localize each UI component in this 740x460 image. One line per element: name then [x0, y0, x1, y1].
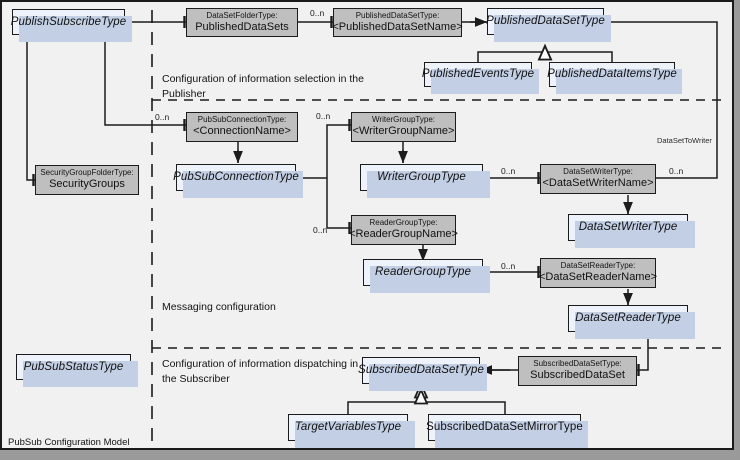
node-label: PubSubStatusType — [23, 360, 124, 373]
multiplicity-publisheddataset: 0..n — [310, 8, 325, 18]
node-publisheddatasettype[interactable]: PublishedDataSetType — [486, 8, 611, 42]
multiplicity-readergroup: 0..n — [313, 225, 328, 235]
node-instance-label: SecurityGroups — [49, 178, 125, 191]
node-label: PublishedDataItemsType — [547, 68, 677, 81]
node-label: PublishedEventsType — [421, 68, 535, 81]
multiplicity-connection: 0..n — [155, 112, 170, 122]
node-writergrouptype[interactable]: WriterGroupType — [360, 164, 490, 198]
node-instance-label: PublishedDataSets — [195, 20, 289, 33]
multiplicity-datasettowriter: 0..n — [669, 166, 684, 176]
node-type-label: PubSubConnectionType: — [197, 115, 287, 125]
node-publishsubscribetype[interactable]: PublishSubscribeType — [10, 9, 132, 42]
node-label: SubscribedDataSetType — [358, 364, 484, 377]
node-readergrouptype[interactable]: ReaderGroupType — [363, 259, 490, 293]
node-readergroupname[interactable]: ReaderGroupType: <ReaderGroupName> — [349, 215, 458, 245]
node-datasetwritertype[interactable]: DataSetWriterType — [568, 214, 695, 248]
node-label: DataSetReaderType — [575, 312, 681, 325]
node-subscribeddatasettype[interactable]: SubscribedDataSetType — [358, 357, 487, 391]
node-type-label: DataSetWriterType: — [563, 167, 633, 177]
node-subscribeddataset[interactable]: SubscribedDataSetType: SubscribedDataSet — [518, 356, 637, 386]
multiplicity-datasetreader: 0..n — [501, 261, 516, 271]
diagram-title: PubSub Configuration Model — [8, 437, 130, 448]
note-messaging: Messaging configuration — [162, 301, 276, 313]
node-label: PubSubConnectionType — [173, 171, 299, 184]
node-subscribeddatasetmirrortype[interactable]: SubscribedDataSetMirrorType — [426, 414, 588, 448]
node-label: PublishSubscribeType — [10, 15, 127, 28]
association-label-datasettowriter: DataSetToWriter — [657, 136, 712, 145]
node-label: WriterGroupType — [377, 171, 466, 184]
node-publisheddatasets[interactable]: DataSetFolderType: PublishedDataSets — [186, 8, 298, 37]
node-instance-label: <DataSetReaderName> — [539, 271, 658, 284]
node-label: SubscribedDataSetMirrorType — [426, 421, 583, 434]
node-writergroupname[interactable]: WriterGroupType: <WriterGroupName> — [351, 112, 456, 142]
node-type-label: WriterGroupType: — [372, 115, 435, 125]
node-type-label: PublishedDataSetType: — [355, 10, 440, 20]
node-targetvariablestype[interactable]: TargetVariablesType — [288, 414, 415, 448]
node-instance-label: <PublishedDataSetName> — [332, 20, 463, 33]
node-instance-label: <WriterGroupName> — [352, 125, 455, 138]
node-type-label: SecurityGroupFolderType: — [40, 168, 134, 178]
node-securitygroups[interactable]: SecurityGroupFolderType: SecurityGroups — [35, 165, 139, 195]
node-pubsubstatustype[interactable]: PubSubStatusType — [16, 354, 138, 387]
node-instance-label: <DataSetWriterName> — [542, 177, 654, 190]
multiplicity-writergroup: 0..n — [316, 111, 331, 121]
node-instance-label: SubscribedDataSet — [530, 369, 625, 382]
node-connectionname[interactable]: PubSubConnectionType: <ConnectionName> — [186, 112, 298, 142]
node-publisheddataitemstype[interactable]: PublishedDataItemsType — [547, 62, 682, 94]
node-pubsubconnectiontype[interactable]: PubSubConnectionType — [173, 164, 303, 198]
node-label: TargetVariablesType — [294, 421, 402, 434]
node-label: PublishedDataSetType — [486, 15, 605, 28]
node-type-label: SubscribedDataSetType: — [533, 359, 622, 369]
multiplicity-datasetwriter: 0..n — [501, 166, 516, 176]
node-instance-label: <ReaderGroupName> — [349, 228, 458, 241]
note-subscriber: Configuration of information dispatching… — [162, 358, 359, 386]
node-label: ReaderGroupType — [375, 266, 471, 279]
node-publisheddatasetname[interactable]: PublishedDataSetType: <PublishedDataSetN… — [332, 8, 463, 37]
node-datasetreadername[interactable]: DataSetReaderType: <DataSetReaderName> — [539, 258, 658, 288]
node-label: DataSetWriterType — [578, 221, 678, 234]
note-publisher: Configuration of information selection i… — [162, 73, 364, 101]
node-datasetreadertype[interactable]: DataSetReaderType — [568, 305, 695, 339]
node-datasetwritername[interactable]: DataSetWriterType: <DataSetWriterName> — [540, 164, 656, 194]
node-type-label: DataSetReaderType: — [560, 261, 636, 271]
node-instance-label: <ConnectionName> — [193, 125, 291, 138]
node-publishedeventstype[interactable]: PublishedEventsType — [421, 62, 539, 94]
node-type-label: ReaderGroupType: — [369, 218, 438, 228]
node-type-label: DataSetFolderType: — [206, 10, 278, 20]
